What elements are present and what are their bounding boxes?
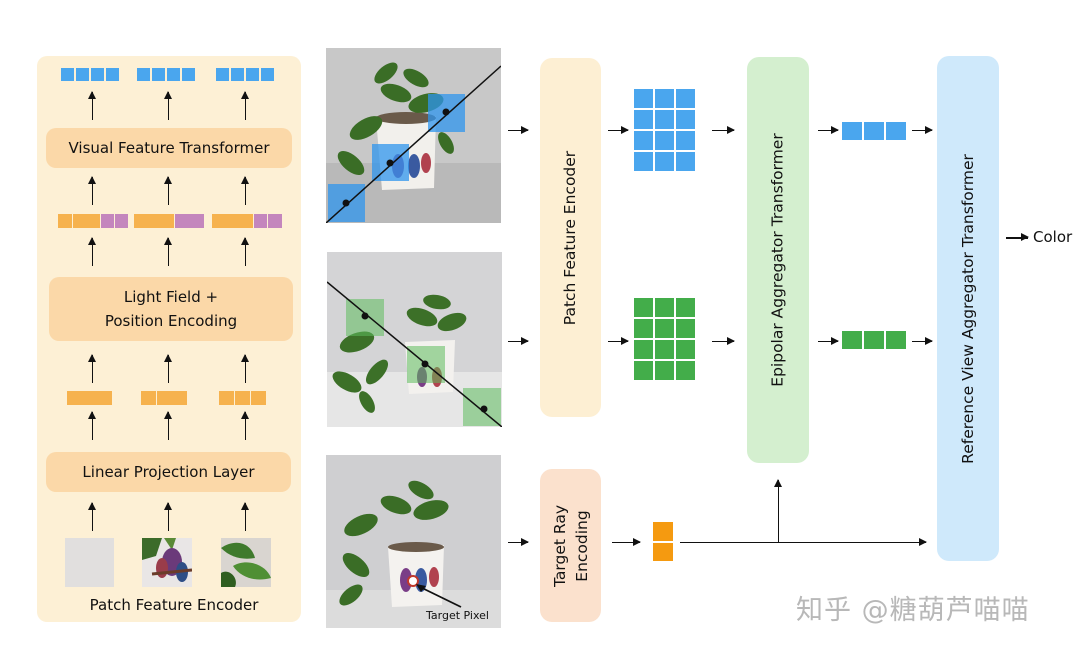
- target-view-image: [326, 455, 501, 628]
- target-pixel-label: Target Pixel: [426, 609, 489, 622]
- patch-feature-encoder-box: Patch Feature Encoder: [540, 58, 601, 417]
- target-ray-line2: Encoding: [572, 509, 591, 582]
- reference-view-image-2: [327, 252, 502, 427]
- arrow-right-icon: [818, 126, 839, 134]
- target-pixel-marker-icon: [407, 575, 419, 587]
- reference-view-aggregator-transformer: Reference View Aggregator Transformer: [937, 56, 999, 561]
- patch-image-blank: [65, 538, 114, 587]
- arrow-up-icon: [241, 502, 249, 531]
- arrow-up-icon: [241, 176, 249, 205]
- arrow-up-icon: [164, 237, 172, 266]
- output-token-3: [216, 68, 274, 81]
- arrow-right-icon: [818, 337, 839, 345]
- arrow-up-icon: [164, 176, 172, 205]
- linear-projection-layer: Linear Projection Layer: [46, 452, 291, 492]
- arrow-up-icon: [164, 411, 172, 440]
- arrow-right-icon: [508, 538, 529, 546]
- arrow-up-icon: [88, 354, 96, 383]
- target-ray-encoding-box: Target Ray Encoding: [540, 469, 601, 622]
- arrow-right-icon: [680, 538, 927, 546]
- arrow-right-icon: [612, 538, 641, 546]
- arrow-up-icon: [164, 91, 172, 120]
- epipolar-line-icon: [327, 281, 502, 427]
- patch-feature-encoder-label: Patch Feature Encoder: [561, 150, 580, 325]
- green-feature-grid: [634, 298, 695, 380]
- arrow-up-icon: [241, 91, 249, 120]
- output-token-1: [61, 68, 119, 81]
- target-ray-token: [653, 522, 673, 561]
- arrow-up-icon: [164, 502, 172, 531]
- visual-feature-transformer-label: Visual Feature Transformer: [68, 139, 270, 157]
- arrow-up-icon: [88, 176, 96, 205]
- projected-token-2: [141, 391, 187, 405]
- arrow-right-icon: [712, 126, 735, 134]
- light-field-position-encoding: Light Field + Position Encoding: [49, 277, 293, 341]
- arrow-right-icon: [508, 126, 529, 134]
- arrow-right-icon: [608, 126, 629, 134]
- arrow-right-icon: [1006, 233, 1029, 241]
- linear-projection-label: Linear Projection Layer: [82, 463, 255, 481]
- watermark-text: 知乎 @糖葫芦喵喵: [796, 595, 1030, 626]
- arrow-up-icon: [88, 91, 96, 120]
- aggregated-green-token: [842, 331, 906, 349]
- arrow-up-icon: [164, 354, 172, 383]
- arrow-up-icon: [241, 411, 249, 440]
- projected-token-1: [67, 391, 112, 405]
- encoded-token-2: [134, 214, 204, 228]
- projected-token-3: [219, 391, 266, 405]
- target-ray-encoding-label: Target Ray Encoding: [549, 505, 593, 587]
- visual-feature-transformer: Visual Feature Transformer: [46, 128, 292, 168]
- arrow-up-icon: [88, 502, 96, 531]
- arrow-right-icon: [912, 126, 933, 134]
- patch-image-birds: [142, 538, 192, 587]
- blue-feature-grid: [634, 89, 695, 171]
- arrow-right-icon: [712, 337, 735, 345]
- arrow-up-icon: [774, 479, 782, 542]
- epipolar-line-icon: [326, 65, 501, 223]
- arrow-up-icon: [241, 237, 249, 266]
- arrow-up-icon: [88, 237, 96, 266]
- epipolar-aggregator-label: Epipolar Aggregator Transformer: [769, 133, 788, 387]
- epipolar-aggregator-transformer: Epipolar Aggregator Transformer: [747, 57, 809, 463]
- arrow-right-icon: [508, 337, 529, 345]
- reference-view-image-1: [326, 48, 501, 223]
- reference-view-aggregator-label: Reference View Aggregator Transformer: [959, 153, 977, 464]
- output-token-2: [137, 68, 195, 81]
- encoded-token-3: [212, 214, 282, 228]
- arrow-right-icon: [608, 337, 629, 345]
- output-color-label: Color: [1033, 228, 1073, 246]
- arrow-up-icon: [88, 411, 96, 440]
- arrow-right-icon: [912, 337, 933, 345]
- light-field-label-line2: Position Encoding: [104, 312, 238, 330]
- arrow-up-icon: [241, 354, 249, 383]
- light-field-label-line1: Light Field +: [123, 288, 219, 306]
- aggregated-blue-token: [842, 122, 906, 140]
- encoded-token-1: [58, 214, 129, 228]
- patch-feature-encoder-caption: Patch Feature Encoder: [89, 596, 259, 614]
- target-ray-line1: Target Ray: [550, 504, 569, 587]
- patch-image-leaves: [221, 538, 271, 587]
